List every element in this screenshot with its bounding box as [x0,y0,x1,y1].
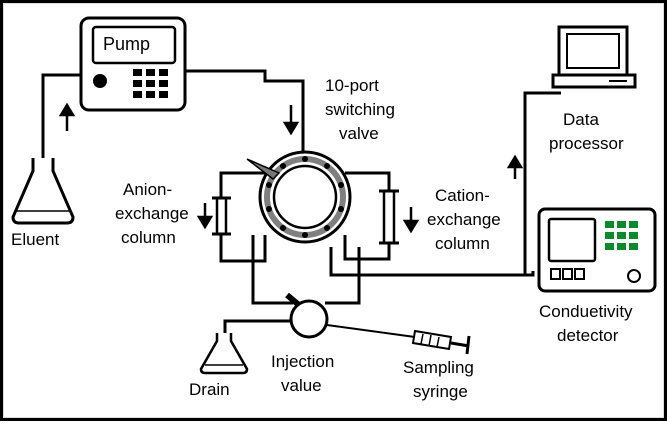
flow-arrows [58,102,524,234]
injection-to-drain-line [223,319,293,335]
valve-to-cation-bottom [343,235,391,261]
pump-keypad-icon [133,69,168,98]
anion-column [212,196,231,236]
injection-valve [285,292,329,339]
pump-power-icon [93,74,107,88]
cation-column [379,189,399,245]
pump-to-valve-line [183,69,305,158]
eluent-label: Eluent [11,230,59,249]
cation-label-line3: column [435,234,490,253]
detector-keypad-icon [605,221,638,250]
arrow-up-eluent [58,102,76,131]
valve-to-detector-line [329,247,535,277]
valve-to-anion-bottom [219,233,267,263]
syringe-icon [326,324,471,355]
valve-handle-icon [246,158,281,180]
arrow-down-anion [196,203,214,230]
conductivity-detector [537,207,657,293]
data-processor-label-line2: processor [549,134,624,153]
detector-buttons-icon [550,268,585,280]
tubing [41,69,561,335]
detector-label-line1: Conduetivity [539,302,633,321]
valve-to-cation-top [345,171,391,191]
injection-label-line2: value [281,376,322,395]
pump-box [79,16,187,112]
valve-to-anion-top [219,171,266,198]
anion-label-line1: Anion- [123,180,172,199]
injection-loop-right [325,247,361,305]
data-processor-label-line1: Data [563,110,599,129]
arrow-up-data [506,154,524,179]
detector-knob-icon [627,269,641,283]
anion-label-line3: column [121,228,176,247]
detector-to-data-line [523,91,561,275]
pump-label: Pump [103,34,150,54]
syringe-label-line1: Sampling [403,358,474,377]
cation-label-line2: exchange [427,210,501,229]
syringe-label-line2: syringe [413,382,468,401]
valve-label-line1: 10-port [325,76,379,95]
ion-chromatography-diagram: Pump 10-port switching valve Eluent Anio… [11,16,657,401]
eluent-flask-icon [11,158,75,225]
cation-label-line1: Cation- [435,186,490,205]
drain-label: Drain [189,380,230,399]
valve-label-line3: valve [339,124,379,143]
valve-label-line2: switching [325,100,395,119]
arrow-down-cation [402,207,420,234]
computer-icon [551,25,637,89]
detector-label-line2: detector [557,326,619,345]
valve-ports [266,156,344,238]
injection-label-line1: Injection [271,352,334,371]
injection-loop-left [251,235,293,305]
arrow-down-valve [282,105,300,136]
anion-label-line2: exchange [115,204,189,223]
eluent-to-pump-line [41,73,83,171]
drain-flask-icon [199,333,249,375]
switching-valve [246,150,352,244]
